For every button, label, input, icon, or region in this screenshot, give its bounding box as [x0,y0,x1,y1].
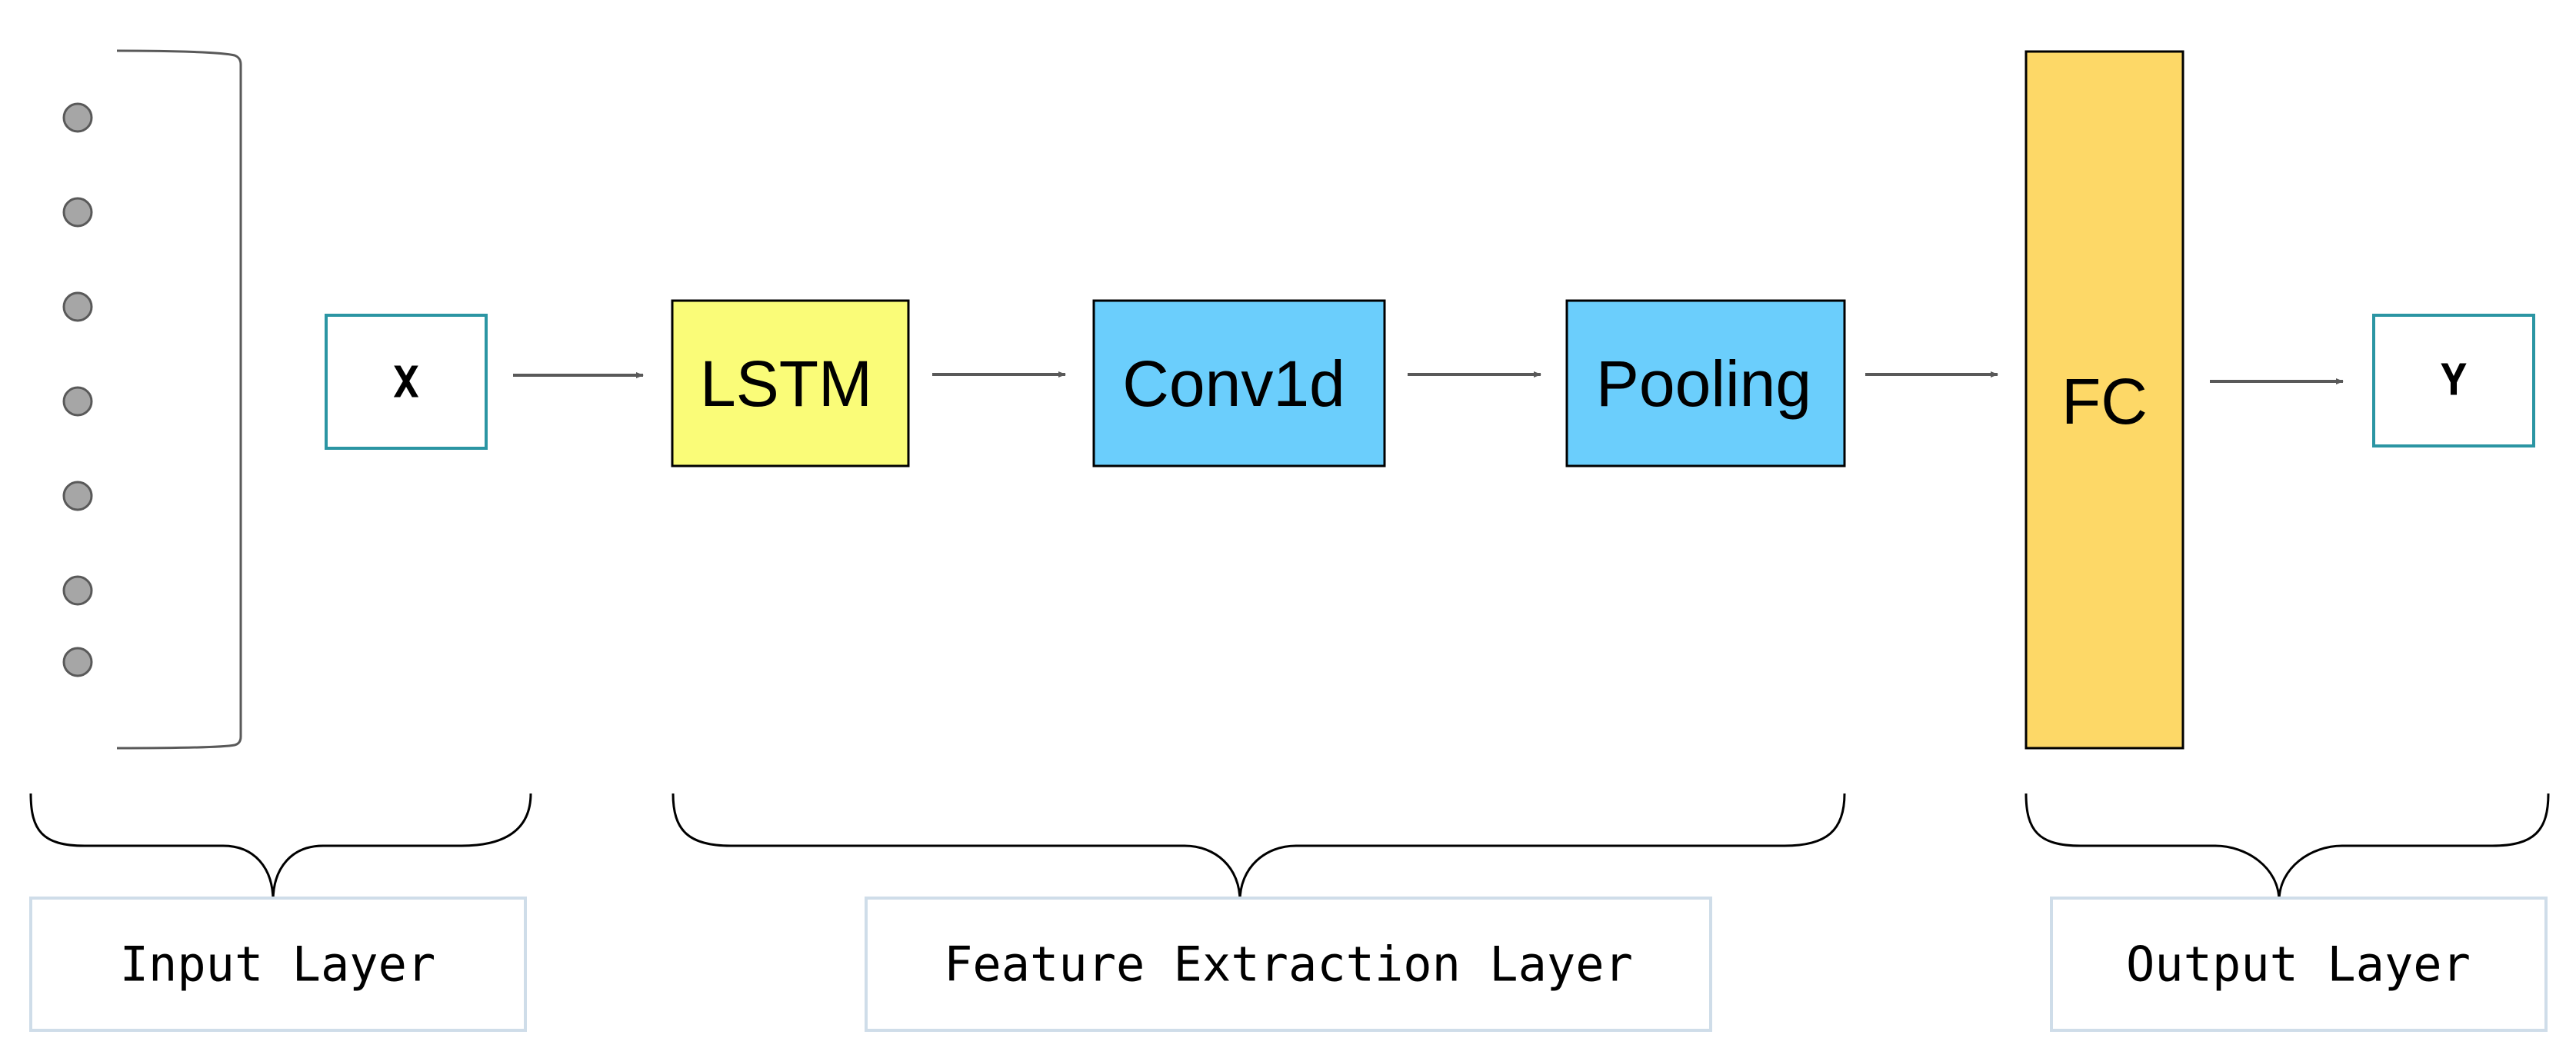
feature-extraction-layer-label: Feature Extraction Layer [944,937,1633,993]
output-y-box: Y [2372,314,2535,447]
lstm-node: LSTM [671,299,910,467]
output-y-label: Y [2441,356,2467,406]
input-feature-dot [62,386,93,417]
conv1d-node: Conv1d [1092,299,1386,467]
input-layer-box: Input Layer [29,897,527,1032]
feature-extraction-layer-brace [671,793,1846,902]
pooling-node: Pooling [1565,299,1846,467]
output-layer-box: Output Layer [2050,897,2548,1032]
conv1d-label: Conv1d [1122,348,1345,420]
lstm-label: LSTM [700,348,872,420]
input-feature-dot [62,291,93,322]
fc-label: FC [2061,365,2148,437]
feature-extraction-layer-box: Feature Extraction Layer [865,897,1712,1032]
input-layer-label: Input Layer [120,937,436,993]
input-x-label: X [393,358,419,408]
output-layer-brace [2024,793,2550,902]
input-feature-dot [62,575,93,606]
input-feature-dots [62,102,93,677]
input-layer-brace [29,793,532,902]
input-feature-dot [62,647,93,677]
input-x-box: X [325,314,488,450]
input-feature-dot [62,197,93,228]
input-feature-dot [62,102,93,133]
pooling-label: Pooling [1596,348,1811,420]
fc-node: FC [2024,50,2184,750]
input-feature-dot [62,481,93,511]
output-layer-label: Output Layer [2126,937,2471,993]
input-bracket [116,49,242,750]
